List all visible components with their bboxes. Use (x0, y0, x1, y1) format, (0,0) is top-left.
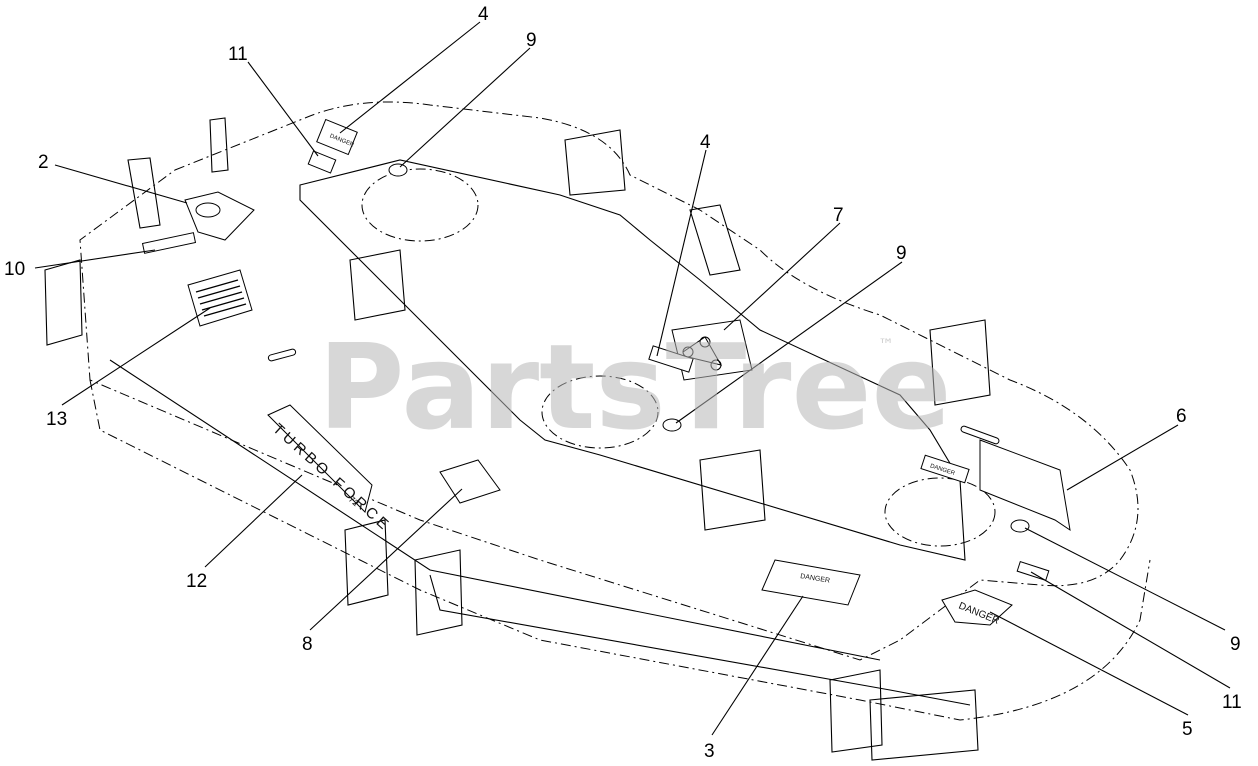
decal-12-model: 72 (347, 494, 361, 508)
callout-12: 12 (186, 571, 207, 592)
bracket-top-center (564, 129, 626, 196)
decal-2-hole (195, 202, 221, 218)
decal-4-top-shape (316, 118, 358, 156)
decal-9-right-plug (1010, 519, 1030, 533)
callout-9-mid: 9 (896, 243, 907, 264)
decal-3-text: DANGER (800, 573, 831, 585)
decal-5-shape (941, 589, 1013, 626)
callout-6: 6 (1176, 406, 1187, 427)
bracket-right-front (869, 689, 979, 761)
decal-12-shape (267, 404, 373, 513)
watermark-text: PartsTree (318, 318, 952, 456)
callout-11-right: 11 (1222, 692, 1242, 713)
decal-6-shape (979, 439, 1071, 532)
bracket-left-rear (209, 117, 229, 173)
spindle-opening-right (884, 477, 996, 547)
callout-8: 8 (302, 634, 313, 655)
bracket-front-mid (414, 549, 463, 636)
bracket-right-top (689, 204, 741, 276)
leader-lines (34, 21, 1231, 736)
callout-10: 10 (4, 259, 25, 280)
slot-left (267, 348, 297, 362)
spindle-opening-left (361, 168, 479, 242)
decal-11-top-shape (307, 150, 337, 174)
callout-4-mid: 4 (700, 132, 711, 153)
decal-2-shape (184, 191, 255, 241)
partstree-watermark: PartsTree ™ (318, 318, 952, 456)
callout-2: 2 (38, 152, 49, 173)
decal-8-shape (439, 459, 501, 504)
bracket-left (127, 157, 161, 229)
callout-3: 3 (704, 741, 715, 762)
callout-9-top: 9 (526, 30, 537, 51)
slot-front-plate (960, 425, 1000, 445)
bracket-front-center (699, 449, 766, 531)
deck-drawing (44, 101, 1151, 761)
bracket-front-left (349, 249, 406, 321)
callout-5: 5 (1182, 719, 1193, 740)
bracket-right (929, 319, 991, 406)
deck-skirt-outline (89, 379, 1151, 721)
bracket-front-left-low (344, 519, 389, 606)
spindle-opening-center (541, 375, 659, 449)
decal-9-top-plug (388, 163, 408, 177)
decal-4-mid-shape (648, 345, 694, 373)
decal-11-right-shape (1016, 560, 1050, 582)
decal-3-shape (761, 559, 861, 606)
callout-7: 7 (833, 205, 844, 226)
deck-skirt-lower (109, 359, 971, 706)
decal-danger-right-shape (920, 454, 970, 484)
callout-9-right: 9 (1230, 634, 1241, 655)
bracket-left-front (44, 259, 83, 346)
watermark-trademark: ™ (878, 335, 894, 354)
callout-4-top: 4 (478, 4, 489, 25)
callout-11-top: 11 (228, 44, 248, 65)
callout-13: 13 (46, 409, 67, 430)
bracket-front-bottom (829, 669, 883, 753)
deck-top-outline (79, 101, 1139, 661)
callouts: 4 9 11 2 10 13 4 7 9 6 12 8 3 9 11 5 (4, 4, 1242, 762)
decal-10-shape (141, 232, 197, 254)
